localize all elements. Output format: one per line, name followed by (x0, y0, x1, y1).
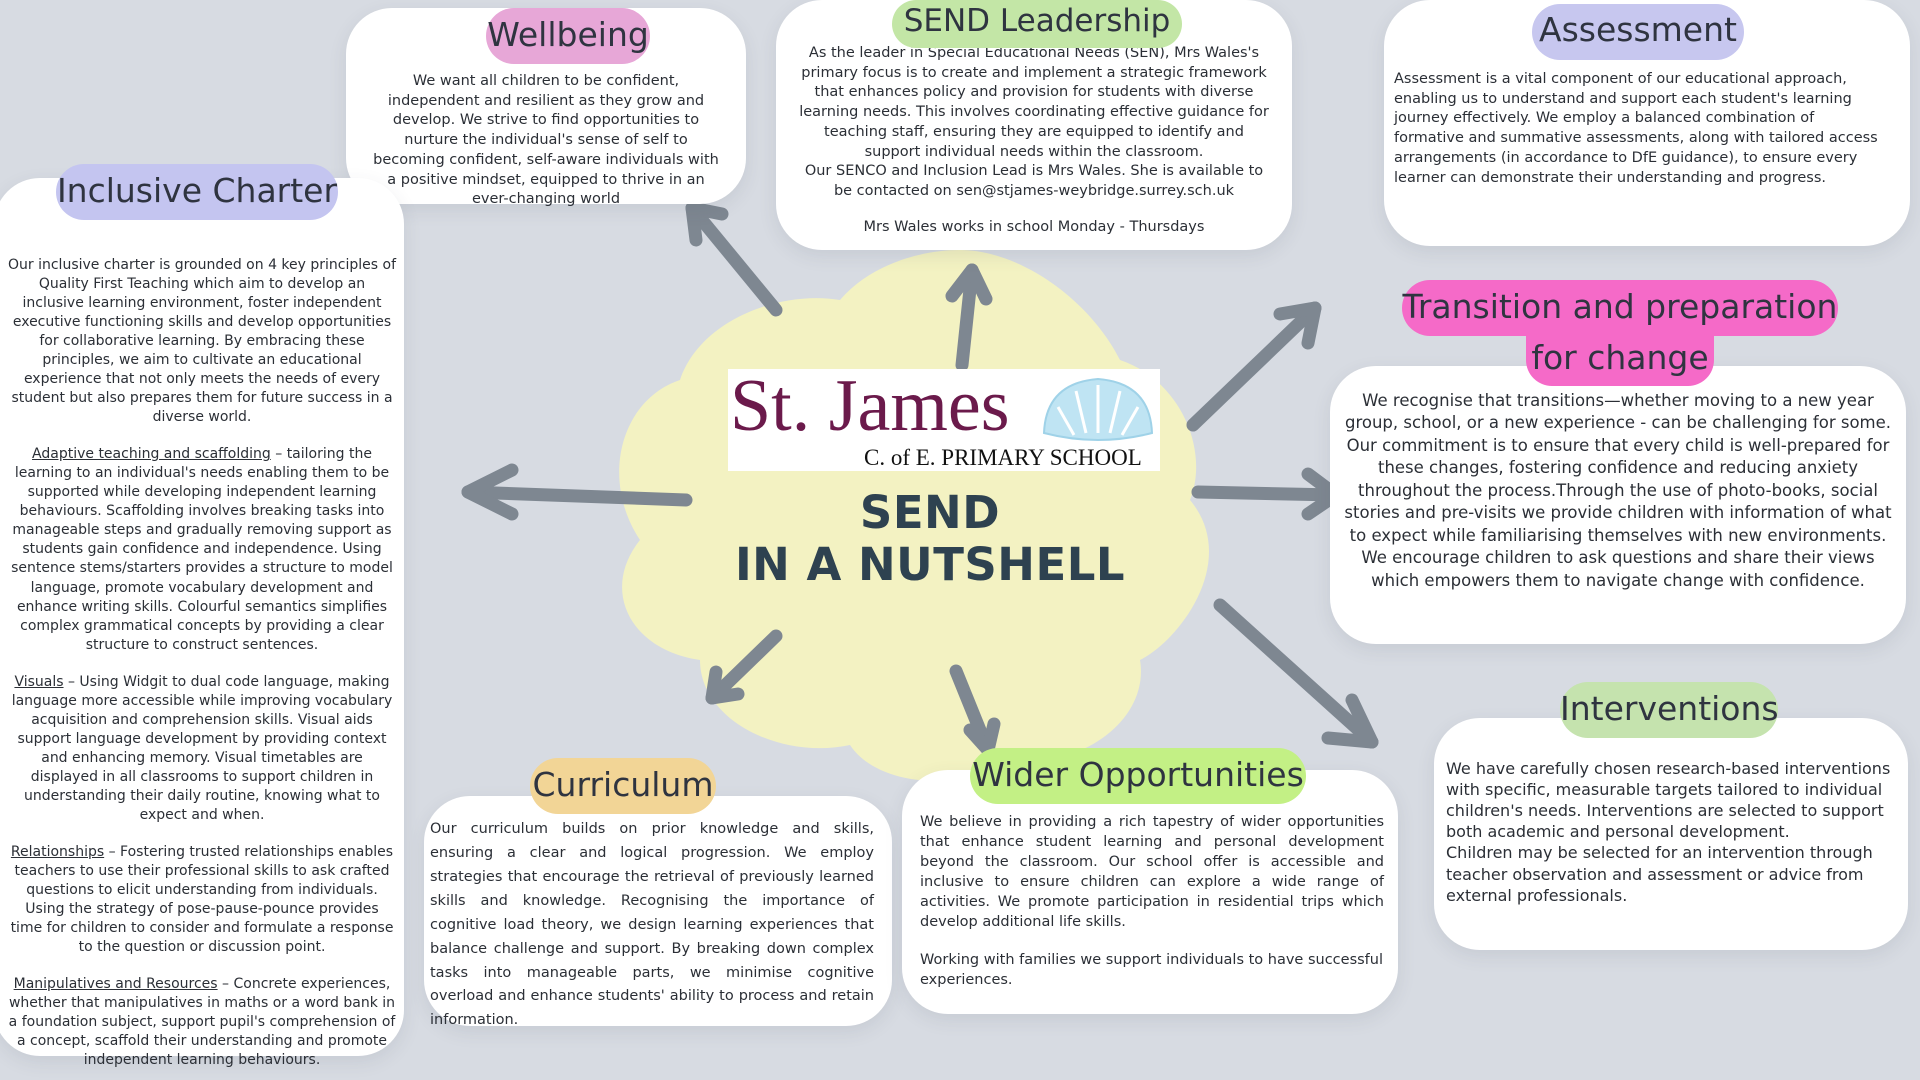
wellbeing-card: We want all children to be confident, in… (346, 8, 746, 207)
curriculum-card: Our curriculum builds on prior knowledge… (424, 796, 892, 1028)
transition-heading-line2: for change (1526, 330, 1714, 386)
relationships-title: Relationships (10, 843, 105, 860)
manipulatives-title: Manipulatives and Resources (13, 976, 218, 993)
arrow-to-assessment (1186, 301, 1322, 432)
assessment-heading: Assessment (1532, 4, 1744, 60)
wider-opportunities-heading: Wider Opportunities (970, 748, 1306, 804)
interventions-heading: Interventions (1560, 682, 1779, 738)
interventions-text: We have carefully chosen research-based … (1446, 759, 1891, 842)
send-leadership-days: Mrs Wales works in school Monday - Thurs… (863, 218, 1205, 235)
inclusive-charter-card: Our inclusive charter is grounded on 4 k… (0, 178, 404, 1068)
inclusive-charter-manipulatives: Manipulatives and Resources – Concrete e… (8, 975, 396, 1070)
logo-subtitle: C. of E. PRIMARY SCHOOL (864, 445, 1142, 470)
wider-opportunities-text-2: Working with families we support individ… (920, 952, 1384, 988)
arrow-to-curriculum (705, 629, 783, 705)
inclusive-charter-adaptive: Adaptive teaching and scaffolding – tail… (8, 445, 396, 654)
send-leadership-heading: SEND Leadership (892, 0, 1182, 48)
adaptive-text: – tailoring the learning to an individua… (11, 446, 393, 653)
hub-title-line1: SEND (859, 486, 1001, 539)
inclusive-charter-heading: Inclusive Charter (56, 164, 338, 220)
inclusive-charter-intro: Our inclusive charter is grounded on 4 k… (8, 257, 397, 426)
arrow-to-send-leadership (945, 263, 993, 372)
arrow-to-transition (1191, 467, 1343, 521)
logo-name: St. James (730, 365, 1010, 447)
wider-opportunities-card: We believe in providing a rich tapestry … (902, 770, 1398, 1014)
send-leadership-contact: Our SENCO and Inclusion Lead is Mrs Wale… (804, 163, 1264, 200)
hub-title-line2: IN A NUTSHELL (734, 538, 1126, 592)
wellbeing-text: We want all children to be confident, in… (373, 73, 719, 208)
school-logo: St. James C. of E. PRIMARY SCHOOL (728, 369, 1160, 471)
wellbeing-heading: Wellbeing (486, 8, 650, 64)
curriculum-heading: Curriculum (530, 758, 716, 814)
shell-icon (1042, 377, 1154, 441)
relationships-text: – Fostering trusted relationships enable… (10, 843, 394, 956)
visuals-text: – Using Widgit to dual code language, ma… (11, 673, 393, 823)
wider-opportunities-text: We believe in providing a rich tapestry … (920, 814, 1384, 930)
hub-title: SEND IN A NUTSHELL (700, 486, 1160, 592)
manipulatives-text: – Concrete experiences, whether that man… (8, 976, 396, 1069)
arrow-to-inclusive-charter (461, 463, 693, 521)
arrow-to-interventions (1213, 598, 1379, 749)
curriculum-text: Our curriculum builds on prior knowledge… (430, 821, 874, 1029)
inclusive-charter-visuals: Visuals – Using Widgit to dual code lang… (8, 673, 396, 825)
adaptive-title: Adaptive teaching and scaffolding (32, 446, 271, 463)
transition-card: We recognise that transitions—whether mo… (1330, 366, 1906, 644)
arrow-to-wellbeing (685, 201, 783, 317)
transition-heading-line1: Transition and preparation (1402, 280, 1838, 336)
interventions-card: We have carefully chosen research-based … (1434, 718, 1908, 950)
send-leadership-text: As the leader in Special Educational Nee… (799, 45, 1269, 160)
assessment-text: Assessment is a vital component of our e… (1394, 71, 1878, 186)
visuals-title: Visuals (14, 673, 64, 690)
arrow-to-wider-opportunities (949, 664, 1001, 757)
interventions-text-2: Children may be selected for an interven… (1446, 843, 1873, 905)
transition-text: We recognise that transitions—whether mo… (1344, 391, 1892, 590)
inclusive-charter-relationships: Relationships – Fostering trusted relati… (8, 843, 396, 957)
